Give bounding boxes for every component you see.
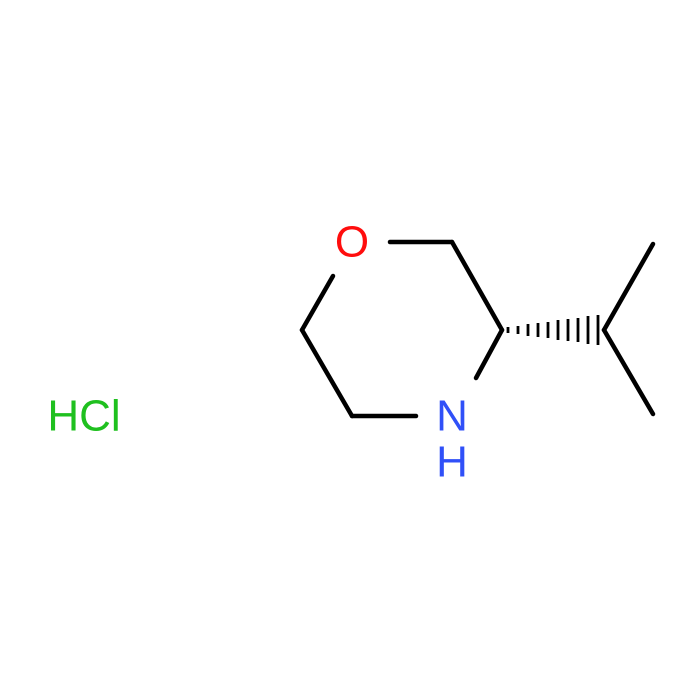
bond-c5-c6 [299,327,355,419]
bond-ch-methyl-top [601,241,656,333]
bond-c6-o [299,273,336,333]
hashed-wedge-bond [506,315,600,345]
nitrogen-atom-label: N [436,392,468,441]
bond-c3-n [473,327,505,381]
bond-ch-methyl-bottom [601,327,656,417]
nitrogen-hydrogen-label: H [436,438,468,487]
bond-c2-c3 [449,239,505,333]
oxygen-atom-label: O [335,218,369,267]
hcl-salt-label: HCl [47,392,120,441]
